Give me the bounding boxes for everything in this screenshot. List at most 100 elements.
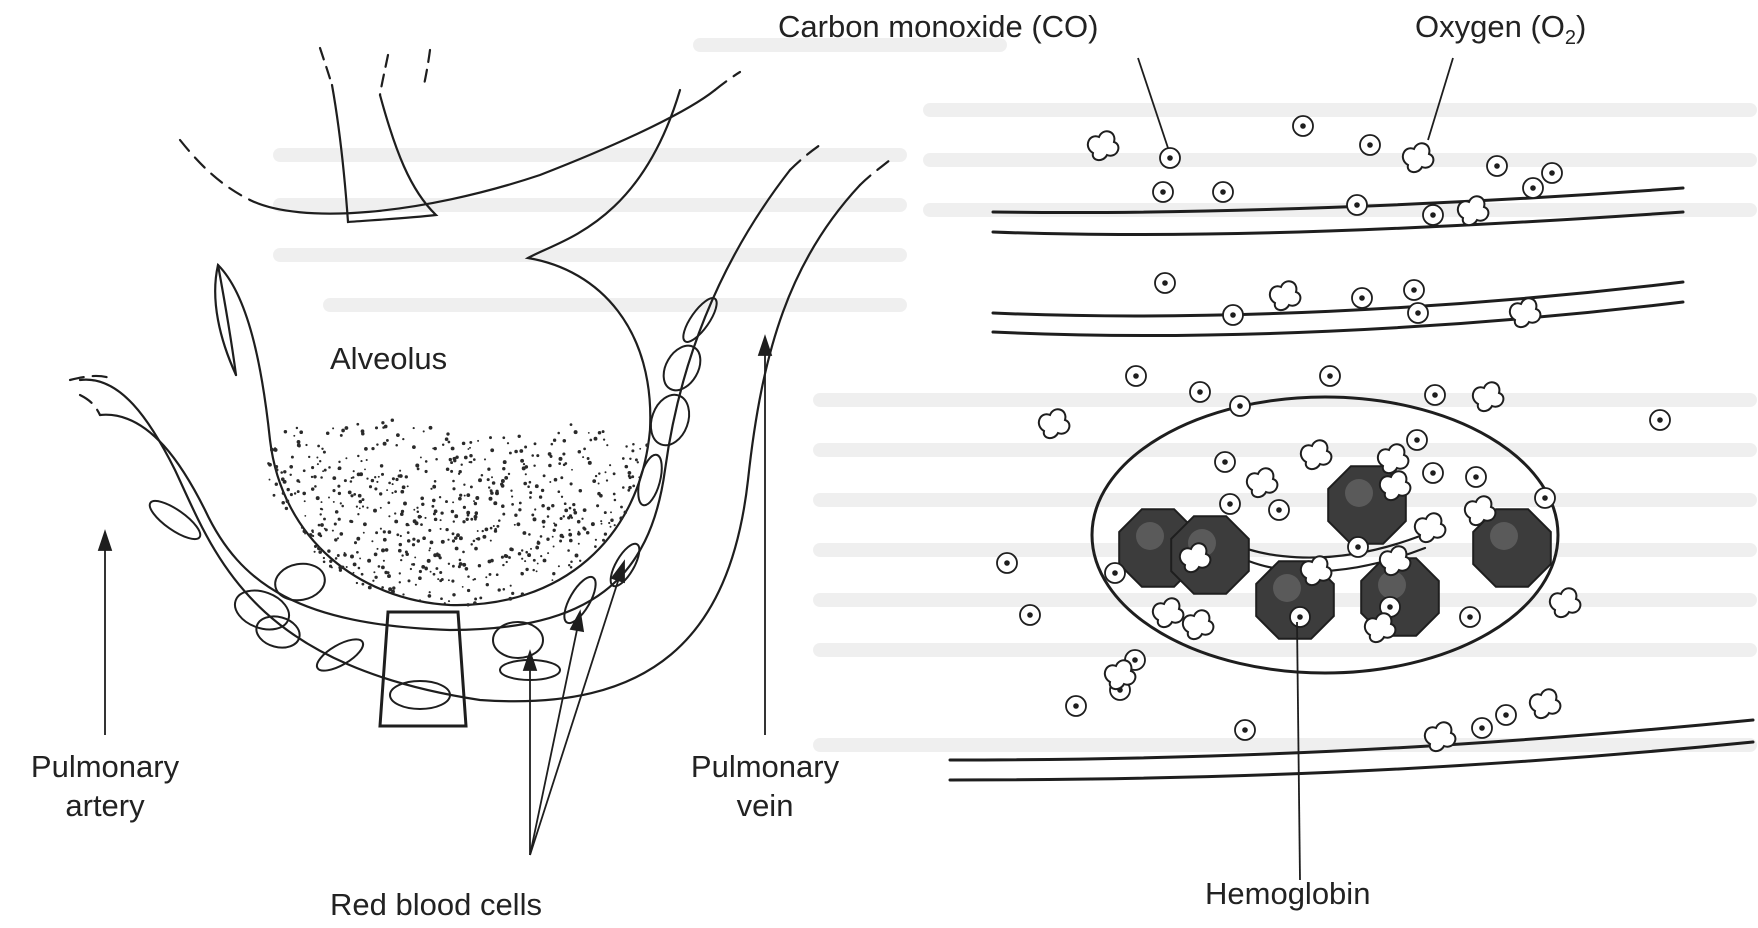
gas-particle <box>289 465 293 469</box>
gas-particle <box>547 552 549 554</box>
gas-particle <box>452 539 455 542</box>
co-molecule <box>1650 410 1670 430</box>
co-center <box>1473 474 1479 480</box>
gas-particle <box>354 541 357 544</box>
gas-particle <box>357 513 359 515</box>
gas-particle <box>503 588 506 591</box>
gas-particle <box>463 506 466 509</box>
gas-particle <box>299 430 303 434</box>
red-blood-cell <box>656 339 708 397</box>
gas-particle <box>505 555 508 558</box>
gas-particle <box>557 432 560 435</box>
gas-particle <box>374 476 376 478</box>
gas-particle <box>537 540 539 542</box>
gas-particle <box>416 507 418 509</box>
gas-particle <box>417 539 420 542</box>
co-molecule <box>1523 178 1543 198</box>
gas-particle <box>628 486 632 490</box>
gas-particle <box>562 452 565 455</box>
gas-particle <box>314 551 316 553</box>
gas-particle <box>540 555 542 557</box>
gas-particle <box>452 593 455 596</box>
gas-particle <box>433 553 437 557</box>
co-center <box>1479 725 1485 731</box>
gas-particle <box>531 454 534 457</box>
gas-particle <box>359 500 363 504</box>
gas-particle <box>609 464 611 466</box>
co-center <box>1467 614 1473 620</box>
gas-particle <box>361 429 365 433</box>
gas-particle <box>285 507 288 510</box>
gas-particle <box>610 526 612 528</box>
oxygen-label: Oxygen (O2) <box>1415 8 1586 51</box>
gas-particle <box>430 571 432 573</box>
co-center <box>1359 295 1365 301</box>
gas-particle <box>381 566 385 570</box>
pulmonary-vein-arrowhead <box>759 337 771 355</box>
gas-particle <box>598 431 602 435</box>
gas-particle <box>459 562 463 566</box>
gas-particle <box>622 457 625 460</box>
gas-particle <box>459 494 462 497</box>
gas-particle <box>433 486 436 489</box>
hemoglobin-label: Hemoglobin <box>1205 875 1370 914</box>
gas-particle <box>320 476 323 479</box>
gas-particle <box>400 490 404 494</box>
gas-particle <box>571 469 573 471</box>
gas-particle <box>469 447 471 449</box>
gas-particle <box>386 489 388 491</box>
gas-particle <box>567 549 570 552</box>
gas-particle <box>400 535 402 537</box>
gas-particle <box>428 549 430 551</box>
gas-particle <box>448 563 450 565</box>
gas-particle <box>524 446 527 449</box>
gas-particle <box>492 481 496 485</box>
gas-particle <box>303 530 307 534</box>
gas-particle <box>375 426 378 429</box>
gas-particle <box>465 567 469 571</box>
gas-particle <box>275 483 278 486</box>
gas-particle <box>598 483 600 485</box>
gas-particle <box>452 501 454 503</box>
gas-particle <box>332 427 334 429</box>
gas-particle <box>459 470 462 473</box>
gas-particle <box>473 500 475 502</box>
gas-particle <box>442 443 444 445</box>
gas-particle <box>378 476 380 478</box>
gas-particle <box>541 489 544 492</box>
alveolus-left-flap <box>218 265 236 375</box>
gas-particle <box>473 458 476 461</box>
gas-particle <box>613 493 616 496</box>
gas-particle <box>508 556 511 559</box>
gas-particle <box>498 519 501 522</box>
gas-particle <box>363 522 367 526</box>
gas-particle <box>589 439 592 442</box>
gas-particle <box>308 456 310 458</box>
gas-particle <box>275 468 278 471</box>
gas-particle <box>328 497 330 499</box>
gas-particle <box>614 524 616 526</box>
gas-particle <box>467 589 470 592</box>
gas-particle <box>583 448 586 451</box>
gas-particle <box>581 518 583 520</box>
gas-particle <box>364 468 366 470</box>
gas-particle <box>297 443 301 447</box>
gas-particle <box>466 518 469 521</box>
co-center <box>1297 614 1303 620</box>
gas-particle <box>529 496 532 499</box>
gas-particle <box>475 511 478 514</box>
gas-particle <box>316 496 320 500</box>
gas-particle <box>435 458 438 461</box>
o2-pointer <box>1428 58 1453 140</box>
gas-particle <box>431 505 434 508</box>
gas-particle <box>381 421 384 424</box>
o2-molecule <box>1473 382 1504 411</box>
gas-particle <box>290 493 293 496</box>
gas-particle <box>422 536 426 540</box>
co-molecule <box>1348 537 1368 557</box>
co-molecule <box>1293 116 1313 136</box>
gas-particle <box>501 479 505 483</box>
gas-particle <box>401 554 403 556</box>
gas-particle <box>570 566 573 569</box>
gas-particle <box>635 458 638 461</box>
